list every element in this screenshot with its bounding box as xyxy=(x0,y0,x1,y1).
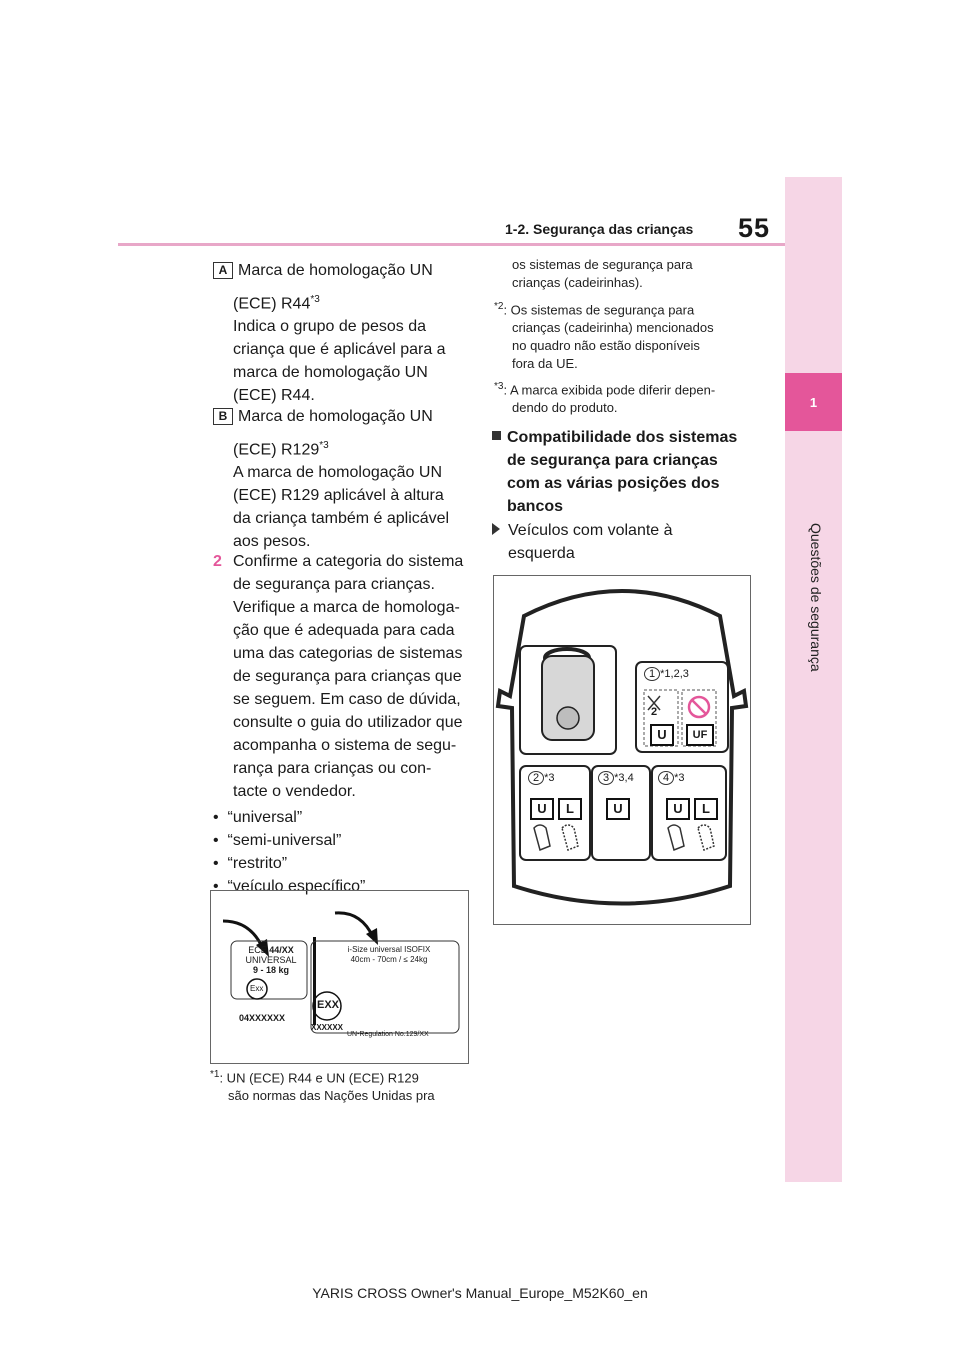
page-footer: YARIS CROSS Owner's Manual_Europe_M52K60… xyxy=(312,1285,648,1301)
r44-label-text: ECE 44/XX UNIVERSAL 9 - 18 kg xyxy=(245,945,297,975)
header-divider xyxy=(118,243,785,246)
triangle-bullet-icon xyxy=(492,523,500,535)
item-a-body-line: Indica o grupo de pesos da xyxy=(233,318,427,336)
lhd-subheading: Veículos com volante à esquerda xyxy=(492,519,752,565)
step-2-line: acompanha o sistema de segu- xyxy=(233,737,457,754)
seat-1-badge-2: 2 xyxy=(651,706,658,718)
r129-regulation: UN-Regulation No.129/XX xyxy=(347,1031,429,1038)
footnote-1: *1: UN (ECE) R44 e UN (ECE) R129 são nor… xyxy=(210,1069,435,1104)
step-2-line: se seguem. Em caso de dúvida, xyxy=(233,691,461,708)
item-a-body-line: criança que é aplicável para a xyxy=(233,341,446,359)
step-2-line: consulte o guia do utilizador que xyxy=(233,714,463,731)
footnote-2: *2: Os sistemas de segurança para crianç… xyxy=(494,301,714,372)
r129-e-mark: EXX xyxy=(317,999,340,1011)
homologation-label-figure: ECE 44/XX UNIVERSAL 9 - 18 kg Exx 04XXXX… xyxy=(210,890,469,1064)
item-a-reg: (ECE) R44 xyxy=(233,295,311,313)
r44-approval-code: 04XXXXXX xyxy=(239,1013,286,1023)
seat-1-badge-uf: UF xyxy=(686,724,714,746)
seat-3-badge-u: U xyxy=(606,798,630,820)
step-2-line: uma das categorias de sistemas xyxy=(233,645,463,662)
item-a-title: Marca de homologação UN xyxy=(238,262,433,279)
heading-square-icon xyxy=(492,431,501,440)
item-b-body-line: da criança também é aplicável xyxy=(233,510,450,528)
item-b-body-line: A marca de homologação UN xyxy=(233,464,442,482)
item-a-body-line: marca de homologação UN xyxy=(233,364,428,382)
footnote-1-continued: os sistemas de segurança para crianças (… xyxy=(512,257,693,290)
chapter-tab[interactable]: 1 xyxy=(785,373,842,431)
chapter-title: Questões de segurança xyxy=(808,523,824,672)
category-list: • “universal” • “semi-universal” • “rest… xyxy=(213,806,473,898)
seat-1-label: 1*1,2,3 xyxy=(644,667,689,681)
step-2-line: tacte o vendedor. xyxy=(233,783,356,800)
step-2-line: Verifique a marca de homologa- xyxy=(233,599,460,616)
r129-label-text: i-Size universal ISOFIX 40cm - 70cm / ≤ … xyxy=(347,945,431,964)
seat-2-badge-u: U xyxy=(530,798,554,820)
seat-position-diagram: 1*1,2,3 2 U UF 2*3 U L 3*3,4 U 4*3 U L xyxy=(493,575,751,925)
item-b: B Marca de homologação UN (ECE) R129*3 A … xyxy=(213,405,473,553)
seat-1-badge-u: U xyxy=(650,724,674,746)
step-2-line: ção que é adequada para cada xyxy=(233,622,455,639)
chapter-sidebar xyxy=(785,177,842,1182)
label-illustration xyxy=(222,911,460,1034)
item-b-body-line: aos pesos. xyxy=(233,533,311,551)
seat-2-badge-l: L xyxy=(558,798,582,820)
step-2-line: de segurança para crianças. xyxy=(233,576,435,593)
list-item: • “semi-universal” xyxy=(213,832,342,849)
footnote-ref: *3 xyxy=(319,440,329,451)
compatibility-heading: Compatibilidade dos sistemas de seguranç… xyxy=(492,426,752,518)
marker-a: A xyxy=(213,262,233,279)
step-2-line: Confirme a categoria do sistema xyxy=(233,553,464,570)
footnote-ref: *3 xyxy=(310,294,320,305)
r44-e-mark: Exx xyxy=(250,984,264,993)
item-a: A Marca de homologação UN (ECE) R44*3 Ind… xyxy=(213,259,473,407)
r129-approval-code: XXXXXX xyxy=(311,1023,344,1032)
seat-4-badge-l: L xyxy=(694,798,718,820)
item-b-reg: (ECE) R129 xyxy=(233,441,320,459)
list-item: • “universal” xyxy=(213,809,303,826)
item-b-body-line: (ECE) R129 aplicável à altura xyxy=(233,487,444,505)
marker-b: B xyxy=(213,408,233,425)
seat-4-badge-u: U xyxy=(666,798,690,820)
step-number: 2 xyxy=(213,553,222,570)
footnote-3: *3: A marca exibida pode diferir depen- … xyxy=(494,381,716,416)
page-number: 55 xyxy=(738,213,771,243)
list-item: • “restrito” xyxy=(213,855,288,872)
step-2: 2 Confirme a categoria do sistema de seg… xyxy=(213,550,483,803)
item-a-body-line: (ECE) R44. xyxy=(233,387,315,405)
item-b-title: Marca de homologação UN xyxy=(238,408,433,425)
child-seat-icons xyxy=(533,695,715,852)
seat-3-label: 3*3,4 xyxy=(598,771,634,785)
step-2-line: rança para crianças ou con- xyxy=(233,760,432,777)
seat-4-label: 4*3 xyxy=(658,771,685,785)
section-title: 1-2. Segurança das crianças xyxy=(505,221,694,237)
seat-2-label: 2*3 xyxy=(528,771,555,785)
step-2-line: de segurança para crianças que xyxy=(233,668,462,685)
